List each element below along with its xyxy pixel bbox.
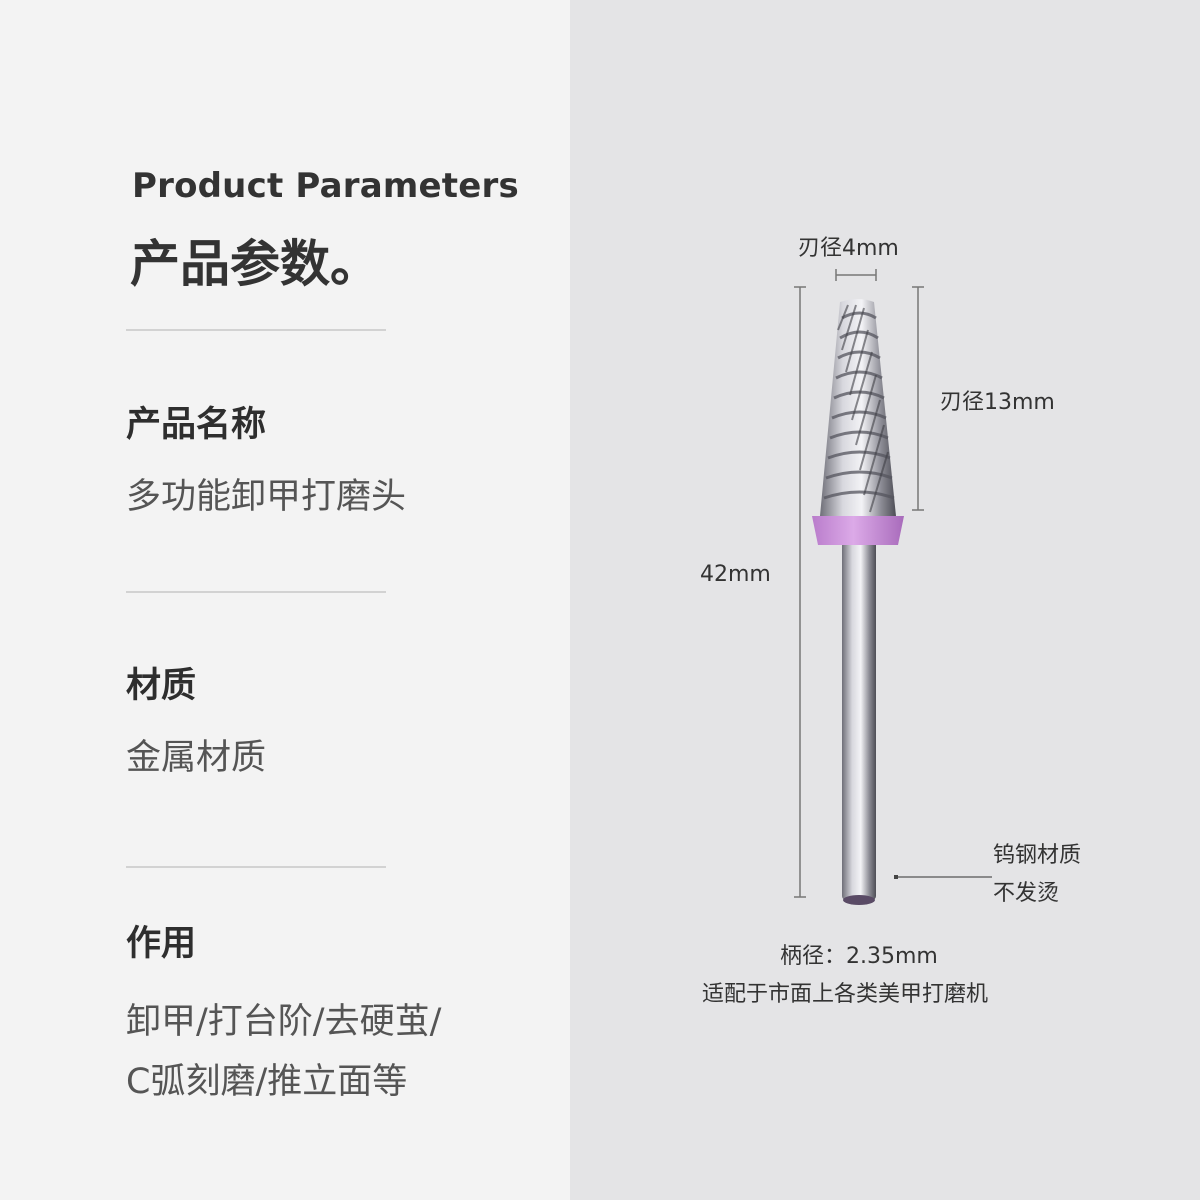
head-length-label: 刃径13mm <box>940 390 1055 415</box>
product-image-panel <box>570 0 1200 1200</box>
parameters-panel <box>0 0 570 1200</box>
material-note-line-2: 不发烫 <box>993 881 1060 906</box>
head-diameter-label: 刃径4mm <box>798 236 899 261</box>
material-note-line-1: 钨钢材质 <box>993 843 1082 868</box>
function-label: 作用 <box>126 924 197 964</box>
function-value-line-1: 卸甲/打台阶/去硬茧/ <box>126 1002 442 1042</box>
product-name-label: 产品名称 <box>126 405 267 445</box>
material-value: 金属材质 <box>126 738 267 778</box>
function-value-line-2: C弧刻磨/推立面等 <box>126 1062 408 1102</box>
shank <box>842 538 876 900</box>
divider <box>126 329 386 331</box>
product-name-value: 多功能卸甲打磨头 <box>126 477 407 517</box>
material-label: 材质 <box>126 666 197 706</box>
cutting-head <box>820 299 896 516</box>
total-length-label: 42mm <box>700 562 771 587</box>
compatibility-note: 适配于市面上各类美甲打磨机 <box>702 982 989 1007</box>
divider <box>126 591 386 593</box>
divider <box>126 866 386 868</box>
title-chinese: 产品参数。 <box>130 235 380 293</box>
title-english: Product Parameters <box>132 166 519 206</box>
shank-diameter-note: 柄径：2.35mm <box>780 944 938 969</box>
color-band <box>812 516 904 545</box>
